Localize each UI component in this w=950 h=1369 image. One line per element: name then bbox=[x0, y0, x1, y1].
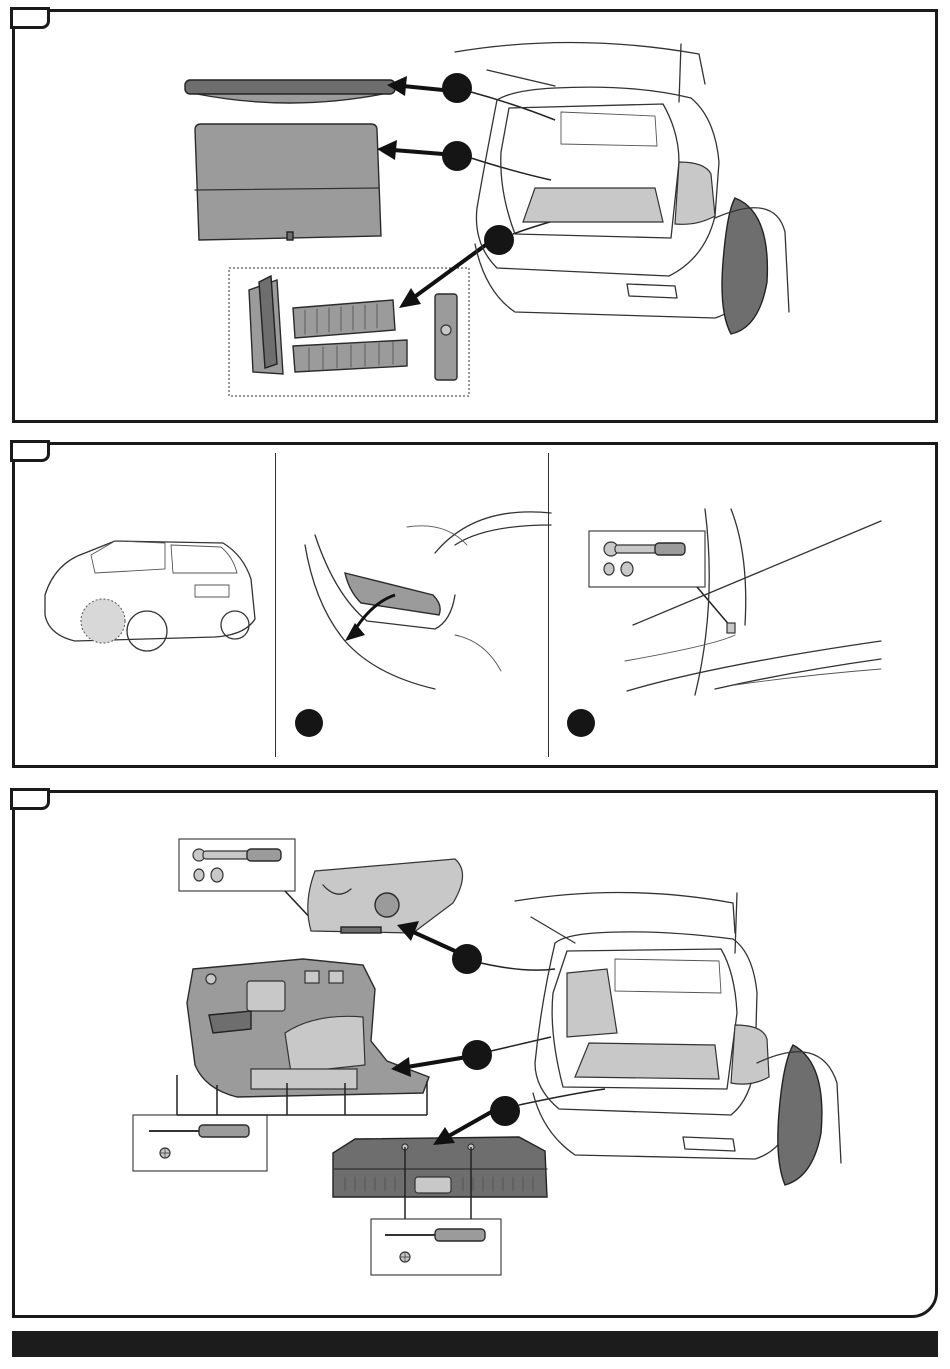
callout-marker-icon bbox=[462, 1040, 492, 1070]
instruction-panel-3 bbox=[12, 790, 938, 1318]
callout-marker-icon bbox=[567, 709, 595, 737]
cargo-cover-icon bbox=[185, 80, 395, 103]
suv-rear-icon bbox=[515, 892, 841, 1185]
callout-marker-icon bbox=[295, 709, 323, 737]
removal-arrows bbox=[377, 76, 487, 308]
callout-marker-icon bbox=[452, 944, 482, 974]
rear-sill-trim-icon bbox=[333, 1137, 547, 1197]
instruction-panel-2 bbox=[12, 442, 938, 768]
cargo-mat-icon bbox=[195, 124, 381, 240]
callout-marker-icon bbox=[490, 1096, 520, 1126]
panel-1-illustration bbox=[15, 12, 941, 426]
step-plate-icon bbox=[305, 512, 551, 689]
side-trim-icon bbox=[187, 959, 429, 1097]
callout-marker-icon bbox=[442, 141, 472, 171]
panel-3-illustration bbox=[15, 793, 941, 1321]
callout-marker-icon bbox=[442, 73, 472, 103]
underfloor-tray-icon bbox=[229, 268, 469, 396]
side-trim-icon bbox=[308, 859, 463, 933]
ratchet-wrench-icon bbox=[179, 839, 315, 923]
instruction-panel-1 bbox=[12, 9, 938, 423]
suv-rear-icon bbox=[455, 42, 789, 334]
callout-marker-icon bbox=[484, 225, 514, 255]
panel-2-illustration bbox=[15, 445, 941, 771]
suv-overview-icon bbox=[45, 541, 255, 651]
page-footer-bar bbox=[12, 1331, 938, 1357]
